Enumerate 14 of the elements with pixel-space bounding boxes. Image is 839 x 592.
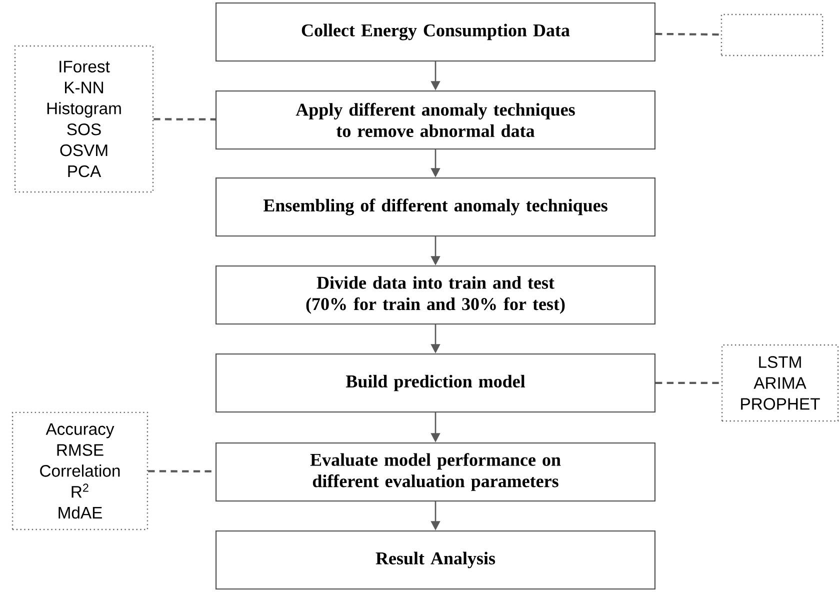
dashed-connector (656, 382, 722, 384)
empty-box (720, 14, 824, 56)
process-box: Ensembling of different anomaly techniques (216, 177, 656, 237)
dashed-connector (154, 118, 216, 120)
dashed-connector (655, 32, 721, 36)
process-box: Collect Energy Consumption Data (216, 2, 656, 62)
method-list-box: Accuracy RMSE Correlation R$^{2}$ MdAE (12, 412, 148, 530)
method-list-box: LSTM ARIMA PROPHET (721, 344, 839, 422)
process-box: Evaluate model performance on different evaluation parameters (216, 442, 656, 502)
method-list-box: IForest K-NN Histogram SOS OSVM PCA (14, 45, 154, 193)
process-box: Divide data into train and test (70% for train and 30% for test) (216, 265, 656, 325)
process-box: Apply different anomaly techniques to remove abnormal data (216, 90, 656, 150)
process-box: Build prediction model (216, 353, 656, 413)
process-box: Result Analysis (216, 530, 656, 590)
